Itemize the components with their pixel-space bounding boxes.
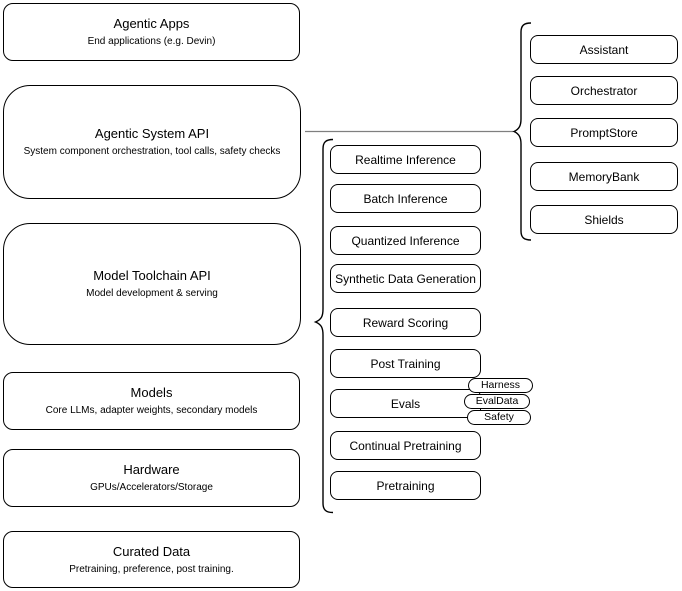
node-subtitle: GPUs/Accelerators/Storage [90,482,213,493]
components-brace [512,22,532,241]
node-label: Orchestrator [570,83,638,98]
node-label: Synthetic Data Generation [335,271,476,286]
node-label: Quantized Inference [351,233,460,248]
node-pretraining: Pretraining [330,471,481,500]
node-shields: Shields [530,205,678,234]
node-evals: Evals [330,389,481,418]
node-title: Curated Data [112,543,191,559]
node-label: Batch Inference [363,191,448,206]
node-title: Agentic Apps [113,16,190,31]
node-curated-data: Curated Data Pretraining, preference, po… [3,531,300,588]
node-synthetic-data-generation: Synthetic Data Generation [330,264,481,293]
tag-evaldata: EvalData [464,394,530,409]
node-orchestrator: Orchestrator [530,76,678,105]
node-continual-pretraining: Continual Pretraining [330,431,481,460]
node-label: Shields [584,212,624,227]
node-agentic-system-api: Agentic System API System component orch… [3,85,301,199]
node-label: Continual Pretraining [349,438,462,453]
node-title: Models [130,385,173,400]
node-subtitle: Core LLMs, adapter weights, secondary mo… [45,405,258,416]
node-label: PromptStore [570,125,638,140]
node-reward-scoring: Reward Scoring [330,308,481,337]
node-title: Agentic System API [94,126,210,141]
node-subtitle: Model development & serving [86,288,218,299]
tag-label: EvalData [475,395,519,407]
node-label: Post Training [370,356,441,371]
node-assistant: Assistant [530,35,678,64]
node-label: Assistant [579,42,629,57]
node-title: Hardware [123,462,180,477]
node-title: Model Toolchain API [93,268,211,283]
node-agentic-apps: Agentic Apps End applications (e.g. Devi… [3,3,300,61]
node-models: Models Core LLMs, adapter weights, secon… [3,372,300,430]
node-hardware: Hardware GPUs/Accelerators/Storage [3,449,300,507]
node-batch-inference: Batch Inference [330,184,481,213]
node-label: Evals [390,396,421,411]
node-label: Realtime Inference [355,152,456,167]
tag-safety: Safety [467,410,531,425]
node-model-toolchain-api: Model Toolchain API Model development & … [3,223,301,345]
toolchain-brace [313,138,334,514]
tag-harness: Harness [468,378,533,393]
node-realtime-inference: Realtime Inference [330,145,481,174]
node-label: Reward Scoring [362,315,449,330]
node-post-training: Post Training [330,349,481,378]
node-label: Pretraining [376,478,435,493]
node-label: MemoryBank [568,169,640,184]
node-subtitle: Pretraining, preference, post training. [69,563,234,575]
node-quantized-inference: Quantized Inference [330,226,481,255]
node-promptstore: PromptStore [530,118,678,147]
node-memorybank: MemoryBank [530,162,678,191]
tag-label: Safety [484,411,514,423]
tag-label: Harness [480,379,521,391]
node-subtitle: System component orchestration, tool cal… [23,146,281,157]
node-subtitle: End applications (e.g. Devin) [87,36,216,47]
